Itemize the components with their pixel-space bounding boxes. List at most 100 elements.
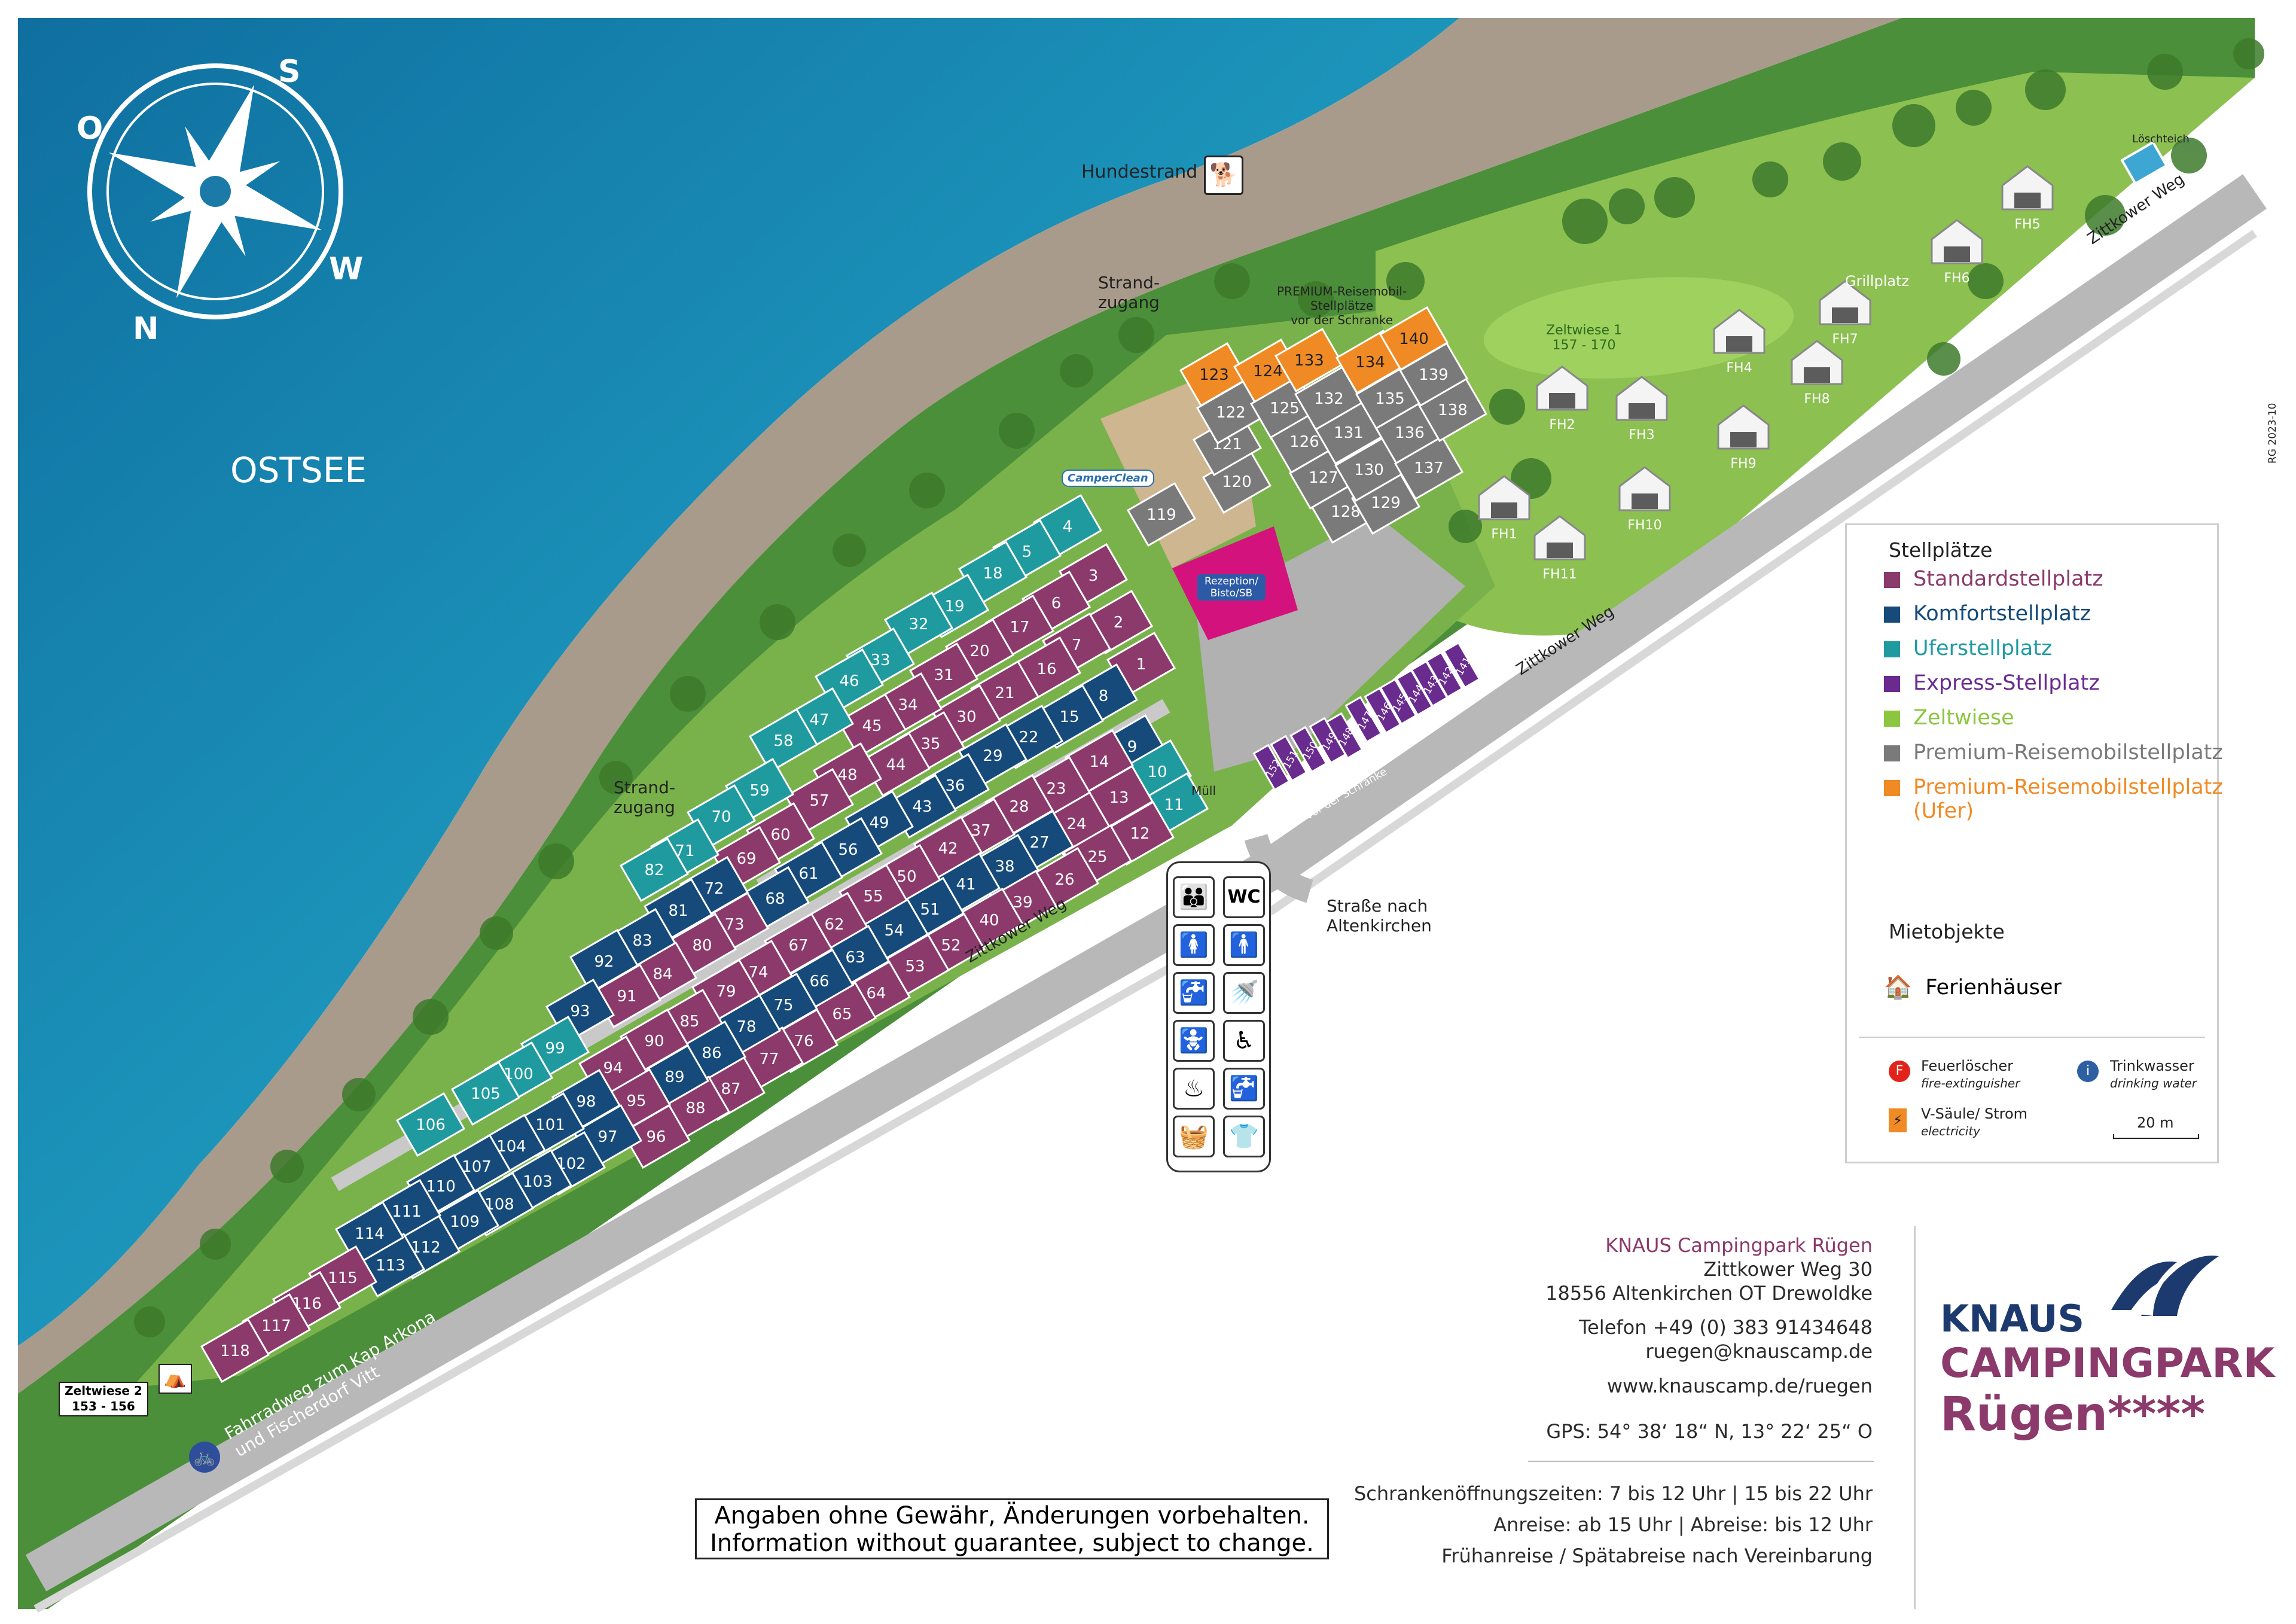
compass-north-label: N xyxy=(133,311,159,347)
pitch-130[interactable]: 130 xyxy=(1334,437,1404,502)
pitch-137[interactable]: 137 xyxy=(1394,435,1464,500)
pitch-shape xyxy=(1443,641,1481,689)
pitch-144[interactable]: 144 xyxy=(1395,669,1434,717)
pitch-number: 46 xyxy=(839,672,859,690)
holiday-home-window xyxy=(1547,543,1573,558)
holiday-home-label: FH3 xyxy=(1629,428,1654,443)
pitch-number: 63 xyxy=(845,949,865,967)
pitch-119[interactable]: 119 xyxy=(1126,482,1197,547)
pitch-number: 97 xyxy=(597,1128,617,1146)
hundestrand-label: Hundestrand xyxy=(1081,162,1198,182)
info-hours-2: Anreise: ab 15 Uhr | Abreise: bis 12 Uhr xyxy=(1493,1513,1873,1536)
pitch-105[interactable]: 105 xyxy=(450,1061,521,1126)
pitch-147[interactable]: 147 xyxy=(1344,696,1383,744)
pitch-123[interactable]: 123 xyxy=(1179,342,1249,407)
info-street: Zittkower Weg 30 xyxy=(1703,1258,1873,1281)
pitch-58[interactable]: 58 xyxy=(748,708,819,773)
holiday-home-fh11[interactable]: FH11 xyxy=(1533,515,1586,582)
legend-item-label: Express-Stellplatz xyxy=(1913,671,2100,695)
info-gps: GPS: 54° 38‘ 18“ N, 13° 22‘ 25“ O xyxy=(1546,1420,1873,1443)
pitch-number: 8 xyxy=(1099,687,1109,705)
holiday-home-fh5[interactable]: FH5 xyxy=(2001,165,2054,232)
pitch-number: 24 xyxy=(1066,815,1086,833)
legend-item-label: Premium-Reisemobilstellplatz xyxy=(1913,741,2223,764)
pitch-45[interactable]: 45 xyxy=(837,693,907,758)
pitch-140[interactable]: 140 xyxy=(1379,306,1449,371)
pitch-number: 104 xyxy=(496,1138,526,1156)
pitch-shape xyxy=(1364,687,1402,735)
holiday-home-label: FH10 xyxy=(1627,518,1661,533)
pitch-152[interactable]: 152 xyxy=(1252,744,1291,791)
pitch-number: 124 xyxy=(1253,362,1283,380)
cooking-icon: ♨ xyxy=(1173,1068,1215,1110)
pitch-shape xyxy=(621,1104,691,1169)
legend-strom-en: electricity xyxy=(1921,1124,1981,1138)
pitch-number: 87 xyxy=(721,1080,740,1098)
holiday-home-fh4[interactable]: FH4 xyxy=(1713,309,1766,376)
holiday-home-fh3[interactable]: FH3 xyxy=(1615,376,1668,443)
pitch-number: 106 xyxy=(416,1116,446,1134)
pitch-number: 134 xyxy=(1355,354,1385,371)
holiday-home-fh6[interactable]: FH6 xyxy=(1931,219,1983,286)
loeschteich-label: Löschteich xyxy=(2132,133,2190,145)
pitch-106[interactable]: 106 xyxy=(395,1092,466,1157)
washbasin-icon: 🚰 xyxy=(1173,972,1215,1014)
pitch-number: 61 xyxy=(798,865,818,883)
pitch-number: 128 xyxy=(1331,503,1361,521)
pitch-96[interactable]: 96 xyxy=(621,1104,691,1169)
legend-swatch xyxy=(1884,641,1900,657)
legend-item-label: Standardstellplatz xyxy=(1913,567,2103,591)
pitch-number: 18 xyxy=(983,565,1002,583)
brand-knaus: KNAUS xyxy=(1940,1297,2085,1340)
bike-icon: 🚲 xyxy=(189,1442,220,1473)
holiday-home-fh1[interactable]: FH1 xyxy=(1478,475,1530,542)
pitch-number: 77 xyxy=(759,1050,779,1068)
info-web[interactable]: www.knauscamp.de/ruegen xyxy=(1606,1375,1873,1397)
pitch-number: 82 xyxy=(644,861,664,879)
pitch-number: 19 xyxy=(944,598,964,616)
pitch-118[interactable]: 118 xyxy=(200,1318,270,1383)
pitch-150[interactable]: 150 xyxy=(1289,726,1328,773)
legend-item: Komfortstellplatz xyxy=(1884,602,2091,626)
holiday-home-fh10[interactable]: FH10 xyxy=(1618,466,1671,533)
women-icon: 🚺 xyxy=(1173,924,1215,966)
pitch-shape xyxy=(1309,717,1347,764)
pitch-number: 55 xyxy=(863,888,883,906)
holiday-home-fh7[interactable]: FH7 xyxy=(1819,280,1871,347)
pitch-number: 30 xyxy=(956,708,976,726)
pitch-number: 42 xyxy=(938,840,958,858)
pitch-number: 105 xyxy=(471,1085,501,1103)
family-icon: 👪 xyxy=(1173,876,1215,918)
holiday-home-fh2[interactable]: FH2 xyxy=(1536,365,1588,432)
pitch-number: 13 xyxy=(1109,789,1129,807)
pitch-number: 45 xyxy=(862,717,882,735)
info-email[interactable]: ruegen@knauscamp.de xyxy=(1645,1340,1873,1363)
laundry-icon: 👕 xyxy=(1223,1116,1265,1157)
pitch-138[interactable]: 138 xyxy=(1417,377,1488,442)
holiday-home-window xyxy=(1632,493,1658,509)
pitch-number: 7 xyxy=(1072,636,1082,654)
dishwashing-icon: 🚰 xyxy=(1223,1068,1265,1110)
pitch-14[interactable]: 14 xyxy=(1064,729,1135,794)
zeltwiese-2-sign: Zeltwiese 2 153 - 156 xyxy=(59,1382,148,1416)
holiday-home-fh8[interactable]: FH8 xyxy=(1791,340,1843,407)
holiday-home-fh9[interactable]: FH9 xyxy=(1717,404,1770,471)
pitch-131[interactable]: 131 xyxy=(1313,400,1384,465)
pitch-number: 72 xyxy=(704,880,724,898)
pitch-number: 123 xyxy=(1199,366,1229,384)
camperclean-label: CamperClean xyxy=(1062,470,1154,487)
pitch-133[interactable]: 133 xyxy=(1274,328,1344,392)
pitch-number: 36 xyxy=(945,777,965,795)
pitch-82[interactable]: 82 xyxy=(619,837,690,902)
legend-swatch xyxy=(1884,745,1900,761)
holiday-home-label: FH11 xyxy=(1542,567,1577,582)
legend-item-label: Komfortstellplatz xyxy=(1913,602,2091,626)
info-phone[interactable]: Telefon +49 (0) 383 91434648 xyxy=(1579,1316,1873,1339)
pitch-145[interactable]: 145 xyxy=(1379,678,1417,726)
pitch-92[interactable]: 92 xyxy=(569,929,639,994)
legend-feuerloescher-label: Feuerlöscher xyxy=(1921,1058,2013,1074)
pitch-number: 136 xyxy=(1395,424,1425,442)
pitch-number: 60 xyxy=(770,826,790,844)
info-divider xyxy=(1528,1461,1874,1462)
holiday-home-window xyxy=(1832,307,1858,323)
